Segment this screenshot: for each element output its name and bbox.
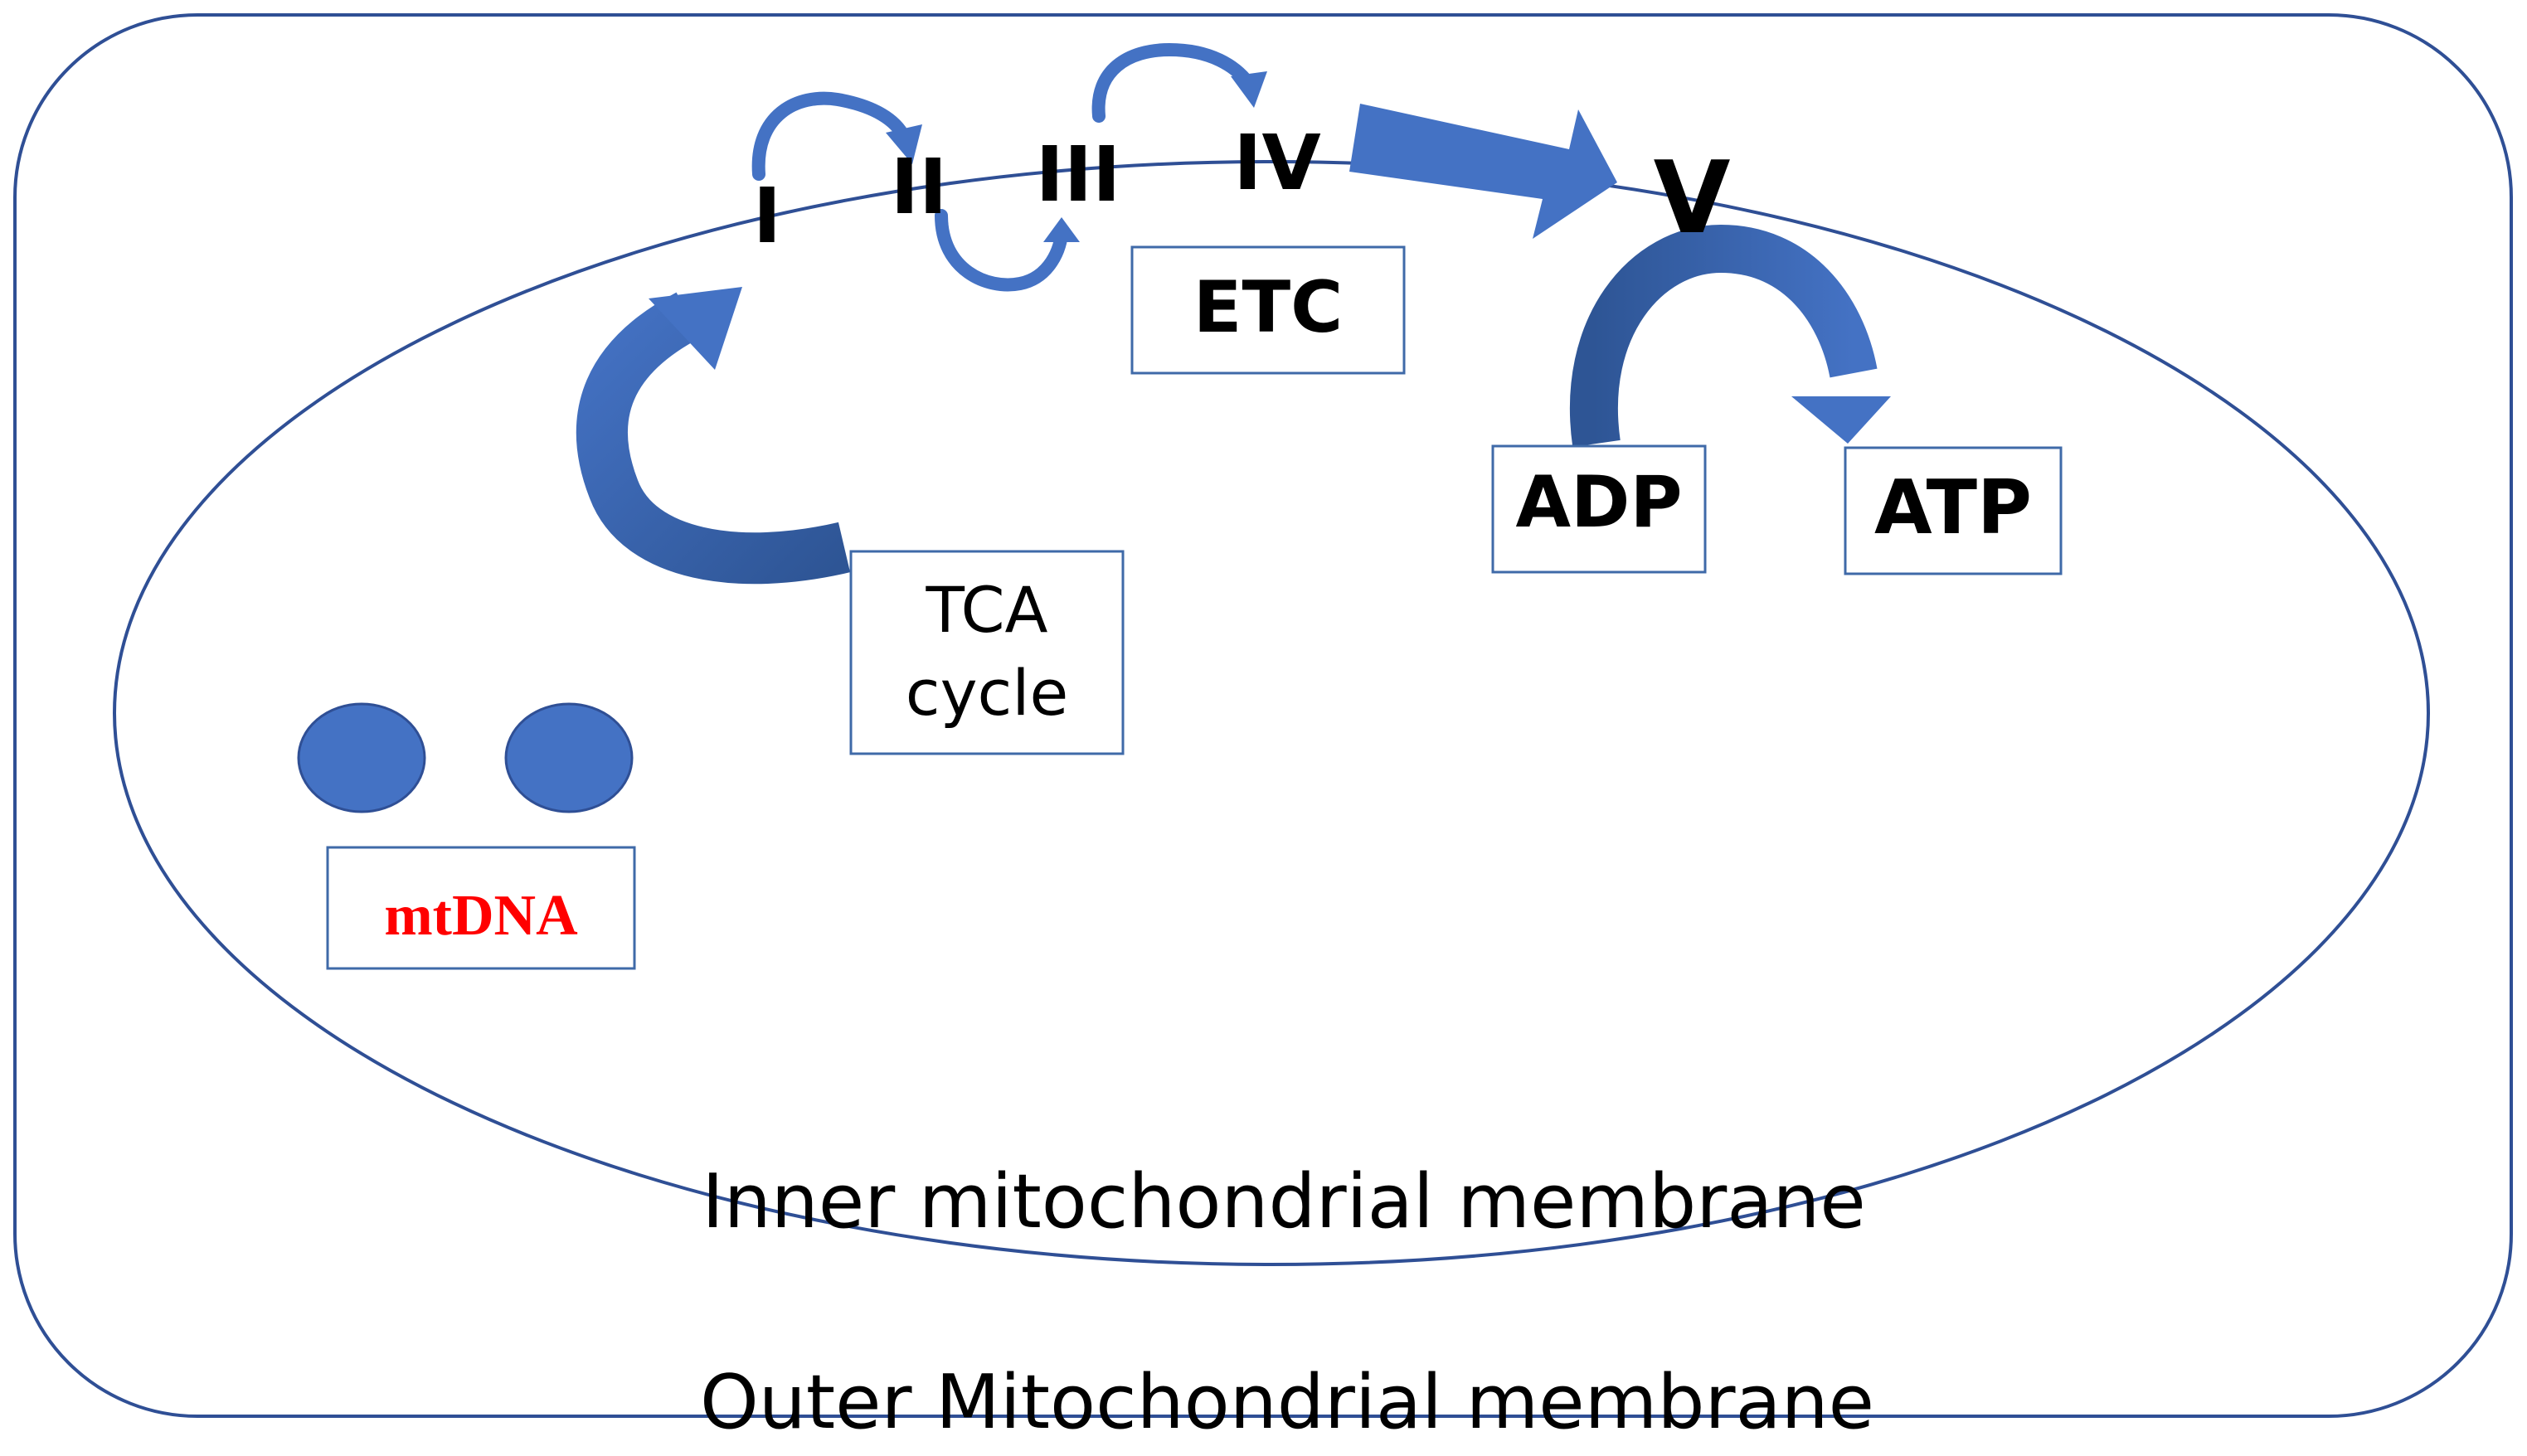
adp-box — [1491, 444, 1707, 574]
outer-membrane — [13, 13, 2513, 1418]
tca-box — [849, 550, 1125, 755]
complex-i-label: I — [753, 172, 781, 260]
atp-label: ATP — [1874, 464, 2032, 551]
outer-membrane-label: Outer Mitochondrial membrane — [700, 1359, 1874, 1446]
mtdna-circle-right — [504, 702, 634, 813]
etc-label: ETC — [1193, 266, 1344, 349]
tca-label-line1: TCA — [925, 573, 1047, 647]
tca-label-line2: cycle — [906, 656, 1068, 730]
complex-iv-label: IV — [1233, 119, 1320, 207]
complex-iii-label: III — [1036, 130, 1121, 219]
arrow-iii-to-iv — [1091, 42, 1267, 123]
inner-membrane-label: Inner mitochondrial membrane — [702, 1158, 1866, 1245]
adp-label: ADP — [1516, 461, 1683, 544]
complex-ii-label: II — [891, 143, 947, 231]
complex-v-label: V — [1654, 141, 1731, 256]
arrow-i-to-ii — [751, 91, 922, 181]
atp-box — [1844, 446, 2063, 575]
arrow-adp-to-atp — [1569, 224, 1891, 448]
arrow-iv-to-v — [1349, 104, 1617, 239]
arrow-tca-to-etc — [576, 287, 851, 585]
arrow-ii-to-iii — [935, 209, 1080, 292]
inner-membrane — [113, 160, 2430, 1266]
mtdna-box — [326, 846, 636, 970]
mtdna-label: mtDNA — [384, 884, 578, 948]
etc-box — [1130, 245, 1406, 375]
mtdna-circle-left — [297, 702, 426, 813]
